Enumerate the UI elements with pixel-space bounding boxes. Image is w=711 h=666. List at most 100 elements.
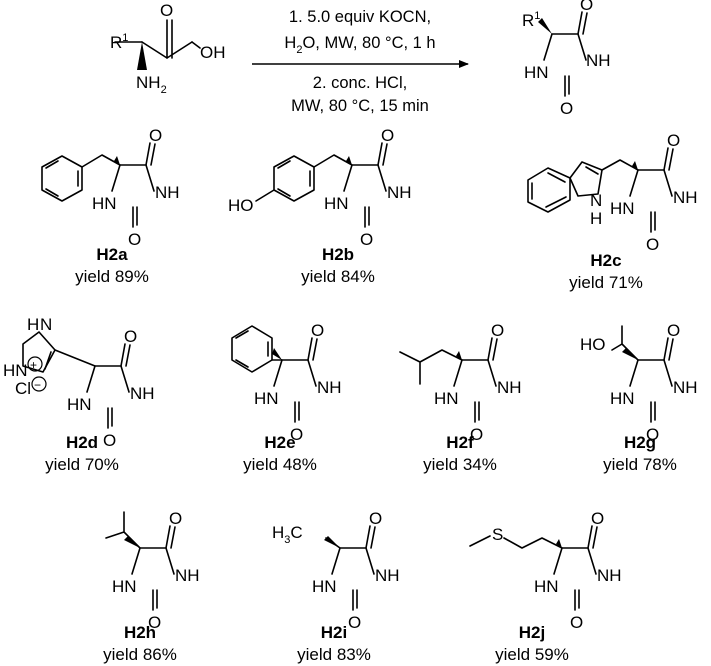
indole-n: N [590,191,602,210]
nh: NH [597,566,622,585]
structure-h2c: N H O HN NH O [527,131,698,254]
reaction-conditions: 1. 5.0 equiv KOCN, H2O, MW, 80 °C, 1 h 2… [284,8,435,115]
o-top: O [381,126,394,145]
compound-yield-h2i: yield 83% [297,645,371,664]
nh: NH [673,188,698,207]
structure-h2g: HO O HN NH O [580,321,698,444]
structure-h2h: O HN NH O [105,509,200,632]
product-nh: NH [586,51,611,70]
hn: HN [112,577,137,596]
o-bottom: O [348,613,361,632]
nh: NH [387,183,412,202]
hn: HN [254,389,279,408]
nh: NH [497,378,522,397]
nh: NH [175,566,200,585]
carbonyl-o-label: O [160,1,173,20]
structure-h2b: HO O HN NH O [228,126,412,249]
o-bottom: O [290,425,303,444]
o-bottom: O [128,230,141,249]
compound-yield-h2d: yield 70% [45,455,119,474]
o-bottom: O [646,425,659,444]
condition-step2-line1: 2. conc. HCl, [313,74,407,92]
compound-yield-h2h: yield 86% [103,645,177,664]
condition-step1-line2: H2O, MW, 80 °C, 1 h [284,34,435,56]
o-bottom: O [570,613,583,632]
compound-name-h2c: H2c [590,251,621,270]
o-top: O [667,131,680,150]
hn: HN [312,577,337,596]
structure-h2i: H3C O HN NH O [272,509,400,632]
nh: NH [375,566,400,585]
condition-step2-line2: MW, 80 °C, 15 min [291,97,429,115]
o-top: O [149,126,162,145]
r1-label: R1 [110,32,128,52]
o-top: O [491,321,504,340]
plus-charge: + [30,358,37,372]
structure-h2d: H N HN + Cl − O HN NH O [3,315,155,450]
hn: HN [324,194,349,213]
structure-h2a: O HN NH O [41,126,180,249]
o-bottom: O [360,230,373,249]
structure-h2e: O HN NH O [231,321,342,444]
chloride-label: Cl [15,379,31,398]
compound-yield-h2a: yield 89% [75,267,149,286]
hn: HN [92,194,117,213]
hn: HN [534,577,559,596]
compound-labels: H2a yield 89% H2b yield 84% H2c yield 71… [45,245,677,664]
structure-h2f: O HN NH O [399,321,522,444]
nh2-label: NH2 [136,73,167,96]
compound-yield-h2f: yield 34% [423,455,497,474]
compound-name-h2a: H2a [96,245,128,264]
compound-yield-h2g: yield 78% [603,455,677,474]
compound-yield-h2b: yield 84% [301,267,375,286]
compound-name-h2g: H2g [624,433,656,452]
imid-hn-bottom: HN [3,361,28,380]
o-top: O [591,509,604,528]
nh: NH [317,378,342,397]
o-top: O [311,321,324,340]
compound-name-h2f: H2f [446,433,474,452]
compound-yield-h2e: yield 48% [243,455,317,474]
product-o-bottom: O [560,99,573,118]
ho-label: HO [580,335,606,354]
oh-label: OH [200,43,226,62]
indole-h: H [590,209,602,228]
compound-name-h2e: H2e [264,433,295,452]
minus-charge: − [34,378,41,392]
o-bottom: O [103,431,116,450]
compound-name-h2d: H2d [66,433,98,452]
o-bottom: O [646,235,659,254]
o-bottom: O [148,613,161,632]
nh: NH [155,183,180,202]
product-hn: HN [524,63,549,82]
product-r1-label: R1 [522,10,540,30]
compound-name-h2h: H2h [124,623,156,642]
o-bottom: O [470,425,483,444]
o-top: O [124,327,137,346]
product-o-top: O [580,0,593,14]
sulfur-label: S [492,525,503,544]
o-top: O [667,321,680,340]
compound-yield-h2j: yield 59% [495,645,569,664]
h3c-label: H3C [272,523,303,546]
amino-acid-reactant: R1 O OH NH2 [110,1,226,96]
imid-n-top: N [40,315,52,334]
compound-name-h2j: H2j [519,623,545,642]
compound-name-h2i: H2i [321,623,347,642]
hn: HN [610,389,635,408]
hydantoin-product: R1 O HN NH O [522,0,611,118]
ho-label: HO [228,196,254,215]
compound-name-h2b: H2b [322,245,354,264]
o-top: O [169,509,182,528]
hn: HN [610,199,635,218]
structure-h2j: S O HN NH O [469,509,622,632]
compound-yield-h2c: yield 71% [569,273,643,292]
condition-step1-line1: 1. 5.0 equiv KOCN, [289,8,431,26]
imid-h-top: H [27,315,39,334]
hn: HN [434,389,459,408]
nh: NH [130,384,155,403]
hn: HN [67,395,92,414]
nh: NH [673,378,698,397]
o-top: O [369,509,382,528]
